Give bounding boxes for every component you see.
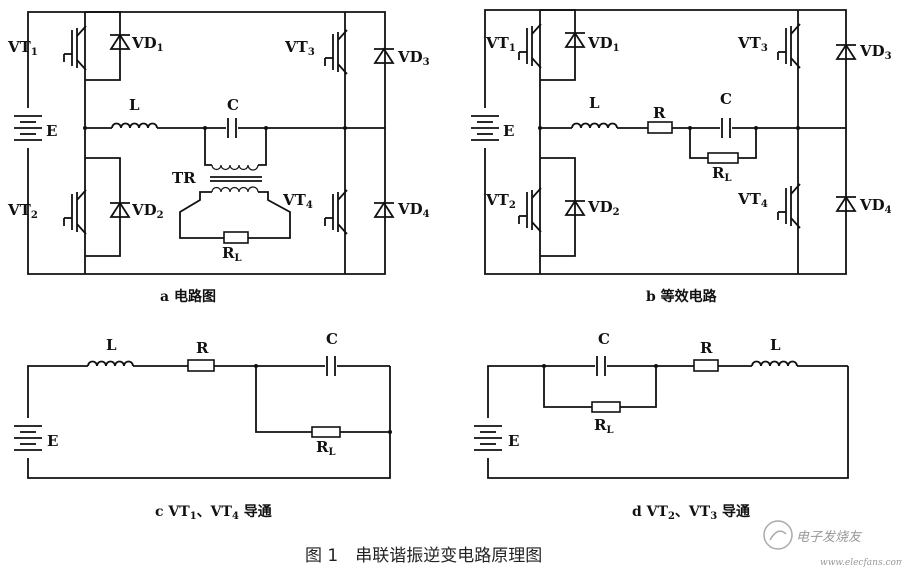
caption-c: c VT1、VT4 导通 bbox=[155, 504, 272, 522]
label-b-vt1: VT1 bbox=[485, 34, 516, 54]
panel-b: VT1 VD1 VT2 VD2 VT3 VD3 VT4 VD4 L R C E … bbox=[470, 9, 892, 305]
label-vt4: VT4 bbox=[282, 191, 313, 211]
label-c-C: C bbox=[326, 330, 338, 348]
watermark-text: 电子发烧友 bbox=[796, 530, 863, 545]
panel-c: L R C E RL c VT1、VT4 导通 bbox=[13, 330, 392, 522]
label-b-R: R bbox=[653, 104, 666, 122]
label-TR: TR bbox=[172, 169, 196, 187]
watermark: 电子发烧友 www.elecfans.com bbox=[763, 520, 902, 568]
label-b-vt4: VT4 bbox=[737, 190, 768, 210]
label-d-C: C bbox=[598, 330, 610, 348]
label-c-R: R bbox=[196, 339, 209, 357]
label-vt2: VT2 bbox=[7, 201, 38, 221]
label-b-L: L bbox=[589, 94, 600, 112]
label-d-R: R bbox=[700, 339, 713, 357]
label-vd4: VD4 bbox=[397, 200, 430, 220]
label-b-RL: RL bbox=[712, 164, 732, 184]
caption-b: b 等效电路 bbox=[646, 288, 718, 305]
label-b-vd2: VD2 bbox=[587, 198, 620, 218]
label-vd3: VD3 bbox=[397, 48, 430, 68]
label-b-vd3: VD3 bbox=[859, 42, 892, 62]
label-c-L: L bbox=[106, 336, 117, 354]
label-b-vd4: VD4 bbox=[859, 196, 892, 216]
label-b-vt2: VT2 bbox=[485, 191, 516, 211]
label-b-vd1: VD1 bbox=[587, 34, 620, 54]
panel-a: VT1 VD1 VT2 VD2 VT3 VD3 VT4 VD4 L C E TR… bbox=[7, 11, 430, 305]
label-d-RL: RL bbox=[594, 416, 614, 436]
figure-title: 图 1 串联谐振逆变电路原理图 bbox=[305, 546, 542, 566]
label-c-RL: RL bbox=[316, 438, 336, 458]
caption-a: a 电路图 bbox=[160, 288, 216, 305]
label-c-E: E bbox=[47, 432, 58, 450]
label-C: C bbox=[227, 96, 239, 114]
label-vt1: VT1 bbox=[7, 38, 38, 58]
label-RL: RL bbox=[222, 244, 242, 264]
label-b-E: E bbox=[503, 122, 514, 140]
caption-d: d VT2、VT3 导通 bbox=[632, 504, 750, 522]
label-E: E bbox=[46, 122, 57, 140]
label-vd1: VD1 bbox=[131, 34, 164, 54]
label-b-C: C bbox=[720, 90, 732, 108]
label-d-E: E bbox=[508, 432, 519, 450]
label-b-vt3: VT3 bbox=[737, 34, 768, 54]
watermark-url: www.elecfans.com bbox=[820, 558, 902, 568]
label-d-L: L bbox=[770, 336, 781, 354]
label-vd2: VD2 bbox=[131, 201, 164, 221]
label-vt3: VT3 bbox=[284, 38, 315, 58]
label-L: L bbox=[129, 96, 140, 114]
panel-d: C R L E RL d VT2、VT3 导通 bbox=[473, 330, 849, 522]
